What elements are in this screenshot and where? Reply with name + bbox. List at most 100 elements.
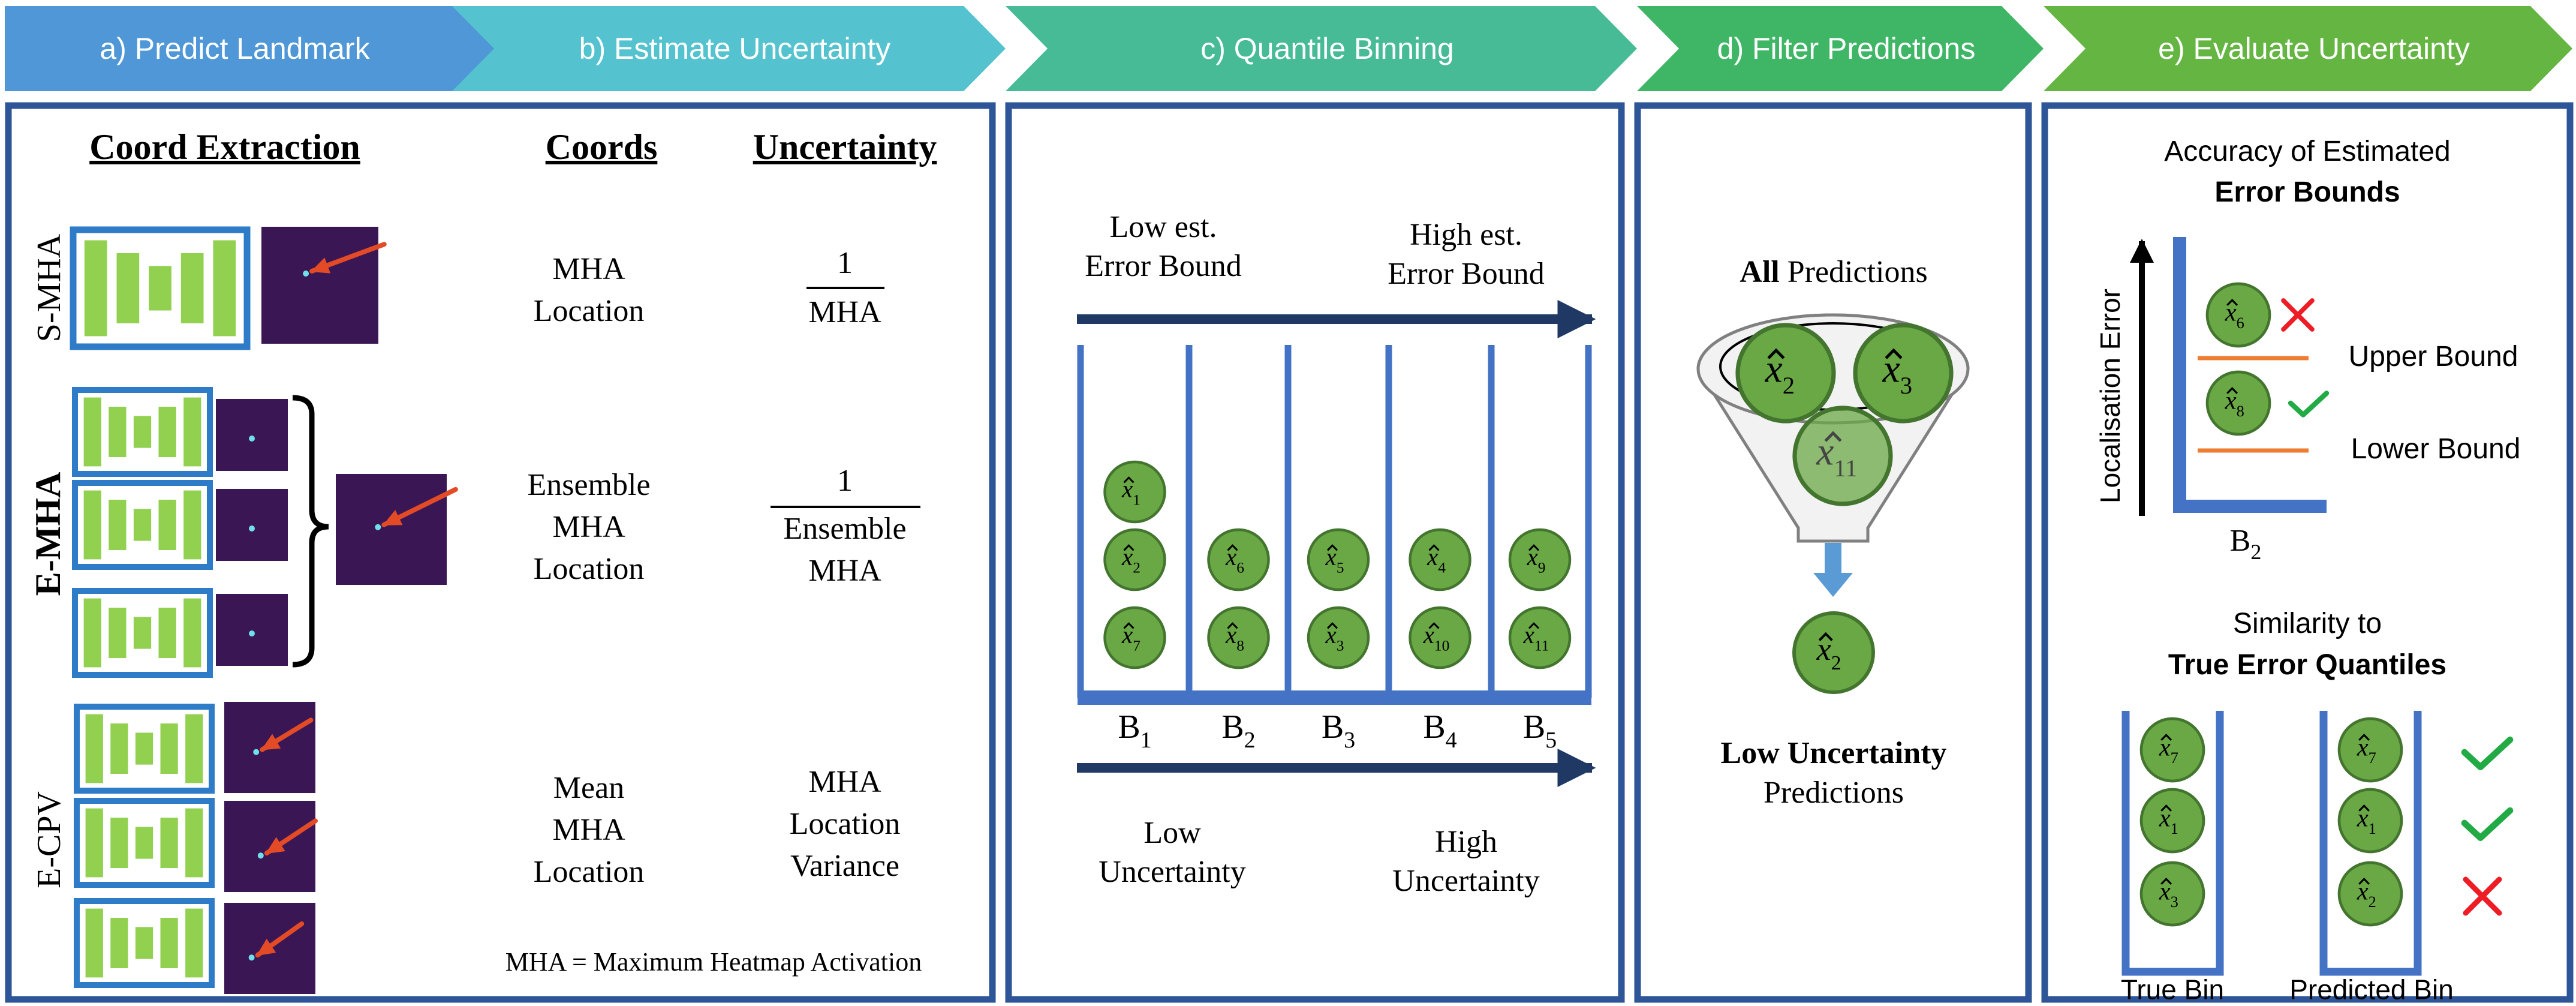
prediction-node-x3: x3 xyxy=(1307,606,1370,669)
header-uncertainty: Uncertainty xyxy=(753,127,937,167)
step-header-bar: a) Predict Landmark b) Estimate Uncertain… xyxy=(5,6,2572,91)
step-chevron-3 xyxy=(1006,6,1637,91)
bin-label-5: B5 xyxy=(1523,708,1557,753)
step-chevron-5 xyxy=(2044,6,2572,91)
heatmap-icon xyxy=(216,489,288,561)
prediction-node-x7: x7 xyxy=(2139,717,2205,783)
cross-icon xyxy=(2463,876,2502,916)
similarity-title: Similarity to xyxy=(2233,608,2382,639)
bin-label-4: B4 xyxy=(1423,708,1456,753)
low-error-bound-label: Low est.Error Bound xyxy=(1085,210,1241,283)
network-icon xyxy=(74,798,215,888)
panel-a: Coord Extraction Coords Uncertainty S-MH… xyxy=(28,127,937,994)
prediction-node-x8: x8 xyxy=(1207,606,1270,669)
heatmap-icon xyxy=(336,474,458,585)
prediction-node-x6: x6 xyxy=(2205,282,2271,348)
prediction-node-x7: x7 xyxy=(1103,606,1166,669)
prediction-node-x9: x9 xyxy=(1508,528,1572,591)
svg-text:x10: x10 xyxy=(1423,621,1450,654)
evaluation-bin-label: B2 xyxy=(2230,524,2262,564)
heatmap-icon xyxy=(216,594,288,666)
ensemble-bracket xyxy=(292,395,329,668)
method-label-s-mha: S-MHA xyxy=(31,233,68,342)
step-chevron-1 xyxy=(5,6,495,91)
step-label-2: b) Estimate Uncertainty xyxy=(579,32,891,65)
accuracy-title: Accuracy of Estimated xyxy=(2164,136,2451,167)
method-label-e-cpv: E-CPV xyxy=(31,791,68,888)
prediction-node-x3: x3 xyxy=(2139,861,2205,927)
true-bin-label: True Bin xyxy=(2121,974,2224,1005)
funnel-output-arrow xyxy=(1813,543,1853,597)
header-coords: Coords xyxy=(546,127,658,167)
prediction-node-x2: x2 xyxy=(1103,528,1166,591)
heatmap-icon xyxy=(224,801,318,892)
all-predictions-label: All Predictions xyxy=(1740,255,1927,289)
prediction-node-x2: x2 xyxy=(1735,323,1836,424)
s-mha-unc-numerator: 1 xyxy=(837,246,853,280)
network-icon xyxy=(74,704,215,794)
step-label-4: d) Filter Predictions xyxy=(1717,32,1976,65)
true-bin xyxy=(2121,711,2224,976)
prediction-node-x6: x6 xyxy=(1207,528,1270,591)
predicted-bin xyxy=(2319,711,2422,976)
step-label-1: a) Predict Landmark xyxy=(100,32,370,65)
prediction-node-x2: x2 xyxy=(2337,861,2403,927)
prediction-node-x2: x2 xyxy=(1792,611,1875,694)
network-icon xyxy=(70,226,251,350)
network-icons xyxy=(70,226,458,994)
lower-bound-label: Lower Bound xyxy=(2351,433,2521,465)
prediction-node-x11: x11 xyxy=(1792,406,1893,506)
bin-label-1: B1 xyxy=(1118,708,1151,753)
step-chevron-4 xyxy=(1637,6,2044,91)
similarity-title-bold: True Error Quantiles xyxy=(2168,649,2446,681)
bin-label-2: B2 xyxy=(1221,708,1255,753)
cross-icon xyxy=(2281,298,2315,332)
prediction-node-x7: x7 xyxy=(2337,717,2403,783)
prediction-node-x4: x4 xyxy=(1409,528,1471,591)
network-icon xyxy=(74,898,215,988)
predicted-bin-label: Predicted Bin xyxy=(2289,974,2454,1005)
heatmap-icon xyxy=(224,903,315,994)
check-icon xyxy=(2288,391,2330,418)
heatmap-icon xyxy=(261,227,387,344)
evaluation-bin-b2 xyxy=(2173,237,2327,513)
panel-e: Accuracy of Estimated Error Bounds Local… xyxy=(2094,136,2520,1005)
prediction-node-x1: x1 xyxy=(2337,788,2403,854)
prediction-node-x1: x1 xyxy=(2139,788,2205,854)
heatmap-icon xyxy=(224,702,315,793)
accuracy-title-bold: Error Bounds xyxy=(2214,176,2400,208)
e-mha-unc-numerator: 1 xyxy=(837,464,853,498)
localisation-error-axis-label: Localisation Error xyxy=(2094,289,2126,503)
prediction-node-x11: x11 xyxy=(1508,606,1572,669)
step-chevron-2 xyxy=(452,6,1006,91)
heatmap-icon xyxy=(216,399,288,471)
upper-bound-label: Upper Bound xyxy=(2349,341,2518,373)
method-label-e-mha: E-MHA xyxy=(28,472,68,596)
network-icon xyxy=(72,588,213,678)
step-label-3: c) Quantile Binning xyxy=(1200,32,1453,65)
prediction-node-x5: x5 xyxy=(1307,528,1370,591)
panel-c: Low est.Error Bound High est.Error Bound… xyxy=(1077,210,1596,898)
network-icon xyxy=(72,480,213,570)
step-label-5: e) Evaluate Uncertainty xyxy=(2158,32,2470,65)
header-coord-extraction: Coord Extraction xyxy=(89,127,360,167)
prediction-node-x1: x1 xyxy=(1103,460,1166,524)
mha-footnote: MHA = Maximum Heatmap Activation xyxy=(505,947,922,977)
high-error-bound-label: High est.Error Bound xyxy=(1388,218,1544,291)
panel-frames xyxy=(5,102,2574,1003)
network-icon xyxy=(72,387,213,477)
filtered-prediction: x2 xyxy=(1792,611,1875,694)
check-icon xyxy=(2461,807,2514,842)
